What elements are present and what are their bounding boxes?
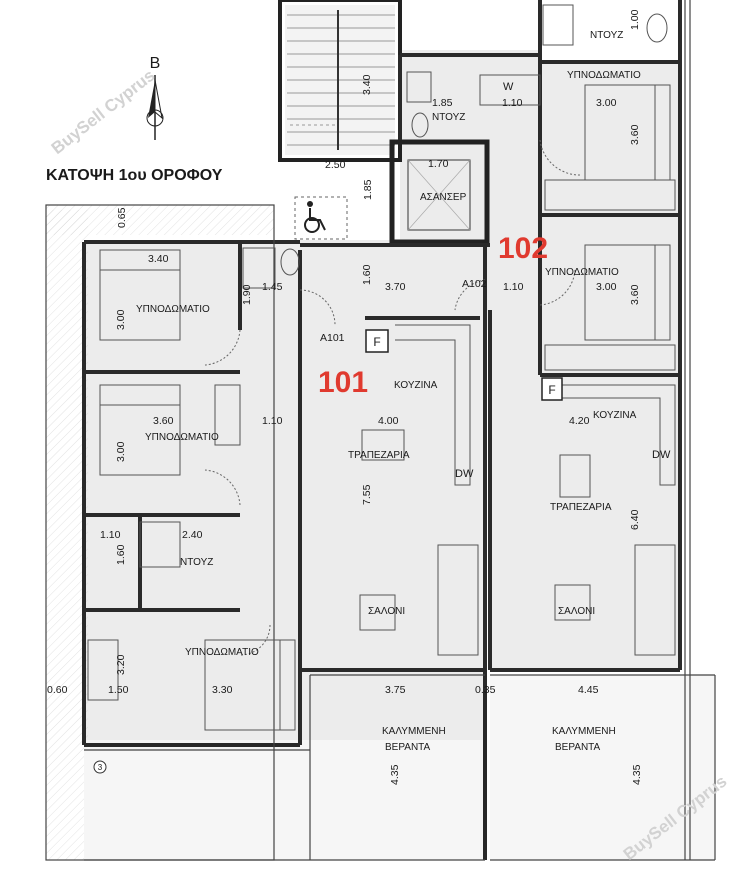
fridge-symbol: F <box>365 329 389 353</box>
veranda-label: ΚΑΛΥΜΜΕΝΗ <box>552 726 616 737</box>
dimension: 1.50 <box>108 684 129 696</box>
dimension: 2.50 <box>325 159 346 171</box>
veranda-label: ΚΑΛΥΜΜΕΝΗ <box>382 726 446 737</box>
dimension: 1.60 <box>115 544 127 565</box>
watermark-text: BuySell Cyprus <box>48 66 159 158</box>
floor-fills <box>46 50 715 860</box>
dimension: 3.00 <box>596 281 617 293</box>
dimension: 3.40 <box>361 74 373 95</box>
dimension: 2.40 <box>182 529 203 541</box>
dining-label: ΤΡΑΠΕΖΑΡΙΑ <box>348 450 410 461</box>
dimension: 4.45 <box>578 684 599 696</box>
north-arrow-icon: B <box>146 55 164 140</box>
shower-label: ΝΤΟΥΖ <box>590 30 623 41</box>
dimension: 3.60 <box>629 124 641 145</box>
bedroom-label: ΥΠΝΟΔΩΜΑΤΙΟ <box>145 432 219 443</box>
veranda-edges <box>45 0 716 861</box>
dishwasher-symbol: DW <box>455 468 474 480</box>
dimension: 4.35 <box>631 764 643 785</box>
room-labels: ΑΣΑΝΣΕΡ ΥΠΝΟΔΩΜΑΤΙΟ ΥΠΝΟΔΩΜΑΤΙΟ ΥΠΝΟΔΩΜΑ… <box>136 30 641 753</box>
dimension: 0.35 <box>475 684 496 696</box>
unit-door-101: A101 <box>320 332 345 344</box>
fridge-symbol: F <box>541 377 563 401</box>
dimension: 4.00 <box>378 415 399 427</box>
dimension: 4.20 <box>569 415 590 427</box>
dimension: 7.55 <box>361 484 373 505</box>
dimension: 1.10 <box>503 281 524 293</box>
lift-shaft <box>389 139 490 245</box>
dimension: 0.60 <box>47 684 68 696</box>
svg-text:F: F <box>548 383 555 397</box>
dimension: 1.10 <box>100 529 121 541</box>
bedroom-label: ΥΠΝΟΔΩΜΑΤΙΟ <box>136 304 210 315</box>
veranda-label: ΒΕΡΑΝΤΑ <box>555 742 601 753</box>
shower-label: ΝΤΟΥΖ <box>432 112 465 123</box>
bedroom-label: ΥΠΝΟΔΩΜΑΤΙΟ <box>567 70 641 81</box>
dimension: 1.70 <box>428 158 449 170</box>
unit-door-102: A102 <box>462 278 487 290</box>
dining-label: ΤΡΑΠΕΖΑΡΙΑ <box>550 502 612 513</box>
kitchen-label: ΚΟΥΖΙΝΑ <box>593 410 637 421</box>
furniture <box>87 4 676 731</box>
living-label: ΣΑΛΟΝΙ <box>558 606 595 617</box>
dimension: 1.10 <box>262 415 283 427</box>
dimension: 1.45 <box>262 281 283 293</box>
dimension: 3.00 <box>115 309 127 330</box>
dimension: 0.65 <box>116 207 128 228</box>
staircase <box>278 0 402 162</box>
dimension: 3.60 <box>153 415 174 427</box>
plan-title: ΚΑΤΟΨΗ 1ου ΟΡΟΦΟΥ <box>46 167 223 184</box>
dimension: 1.90 <box>241 284 253 305</box>
column-marker: 3 <box>93 760 107 774</box>
walls <box>82 0 682 860</box>
dimension: 1.60 <box>361 264 373 285</box>
dimension: 3.40 <box>148 253 169 265</box>
veranda-label: ΒΕΡΑΝΤΑ <box>385 742 431 753</box>
dimension: 1.10 <box>502 97 523 109</box>
lift-label: ΑΣΑΝΣΕΡ <box>420 192 467 203</box>
dimension: 3.70 <box>385 281 406 293</box>
wheelchair-icon <box>294 196 348 240</box>
door-swings <box>204 139 581 656</box>
dishwasher-symbol: DW <box>652 449 671 461</box>
unit-number-101: 101 <box>318 366 368 399</box>
dimensions: 2.50 3.40 1.70 1.85 1.85 1.10 1.00 3.00 … <box>47 9 643 785</box>
dimension: 3.75 <box>385 684 406 696</box>
svg-text:F: F <box>373 335 380 349</box>
north-label: B <box>150 55 161 72</box>
bedroom-label: ΥΠΝΟΔΩΜΑΤΙΟ <box>545 267 619 278</box>
dimension: 3.20 <box>115 654 127 675</box>
unit-number-102: 102 <box>498 232 548 265</box>
dimension: 1.85 <box>432 97 453 109</box>
bedroom-label: ΥΠΝΟΔΩΜΑΤΙΟ <box>185 647 259 658</box>
dimension: 4.35 <box>389 764 401 785</box>
kitchen-label: ΚΟΥΖΙΝΑ <box>394 380 438 391</box>
dimension: 1.00 <box>629 9 641 30</box>
dimension: 3.00 <box>115 441 127 462</box>
shower-label: ΝΤΟΥΖ <box>180 557 213 568</box>
dimension: 3.60 <box>629 284 641 305</box>
dimension: 1.85 <box>362 179 374 200</box>
living-label: ΣΑΛΟΝΙ <box>368 606 405 617</box>
washer-symbol: W <box>503 81 514 93</box>
dimension: 3.30 <box>212 684 233 696</box>
dimension: 6.40 <box>629 509 641 530</box>
dimension: 3.00 <box>596 97 617 109</box>
svg-text:3: 3 <box>98 763 103 772</box>
